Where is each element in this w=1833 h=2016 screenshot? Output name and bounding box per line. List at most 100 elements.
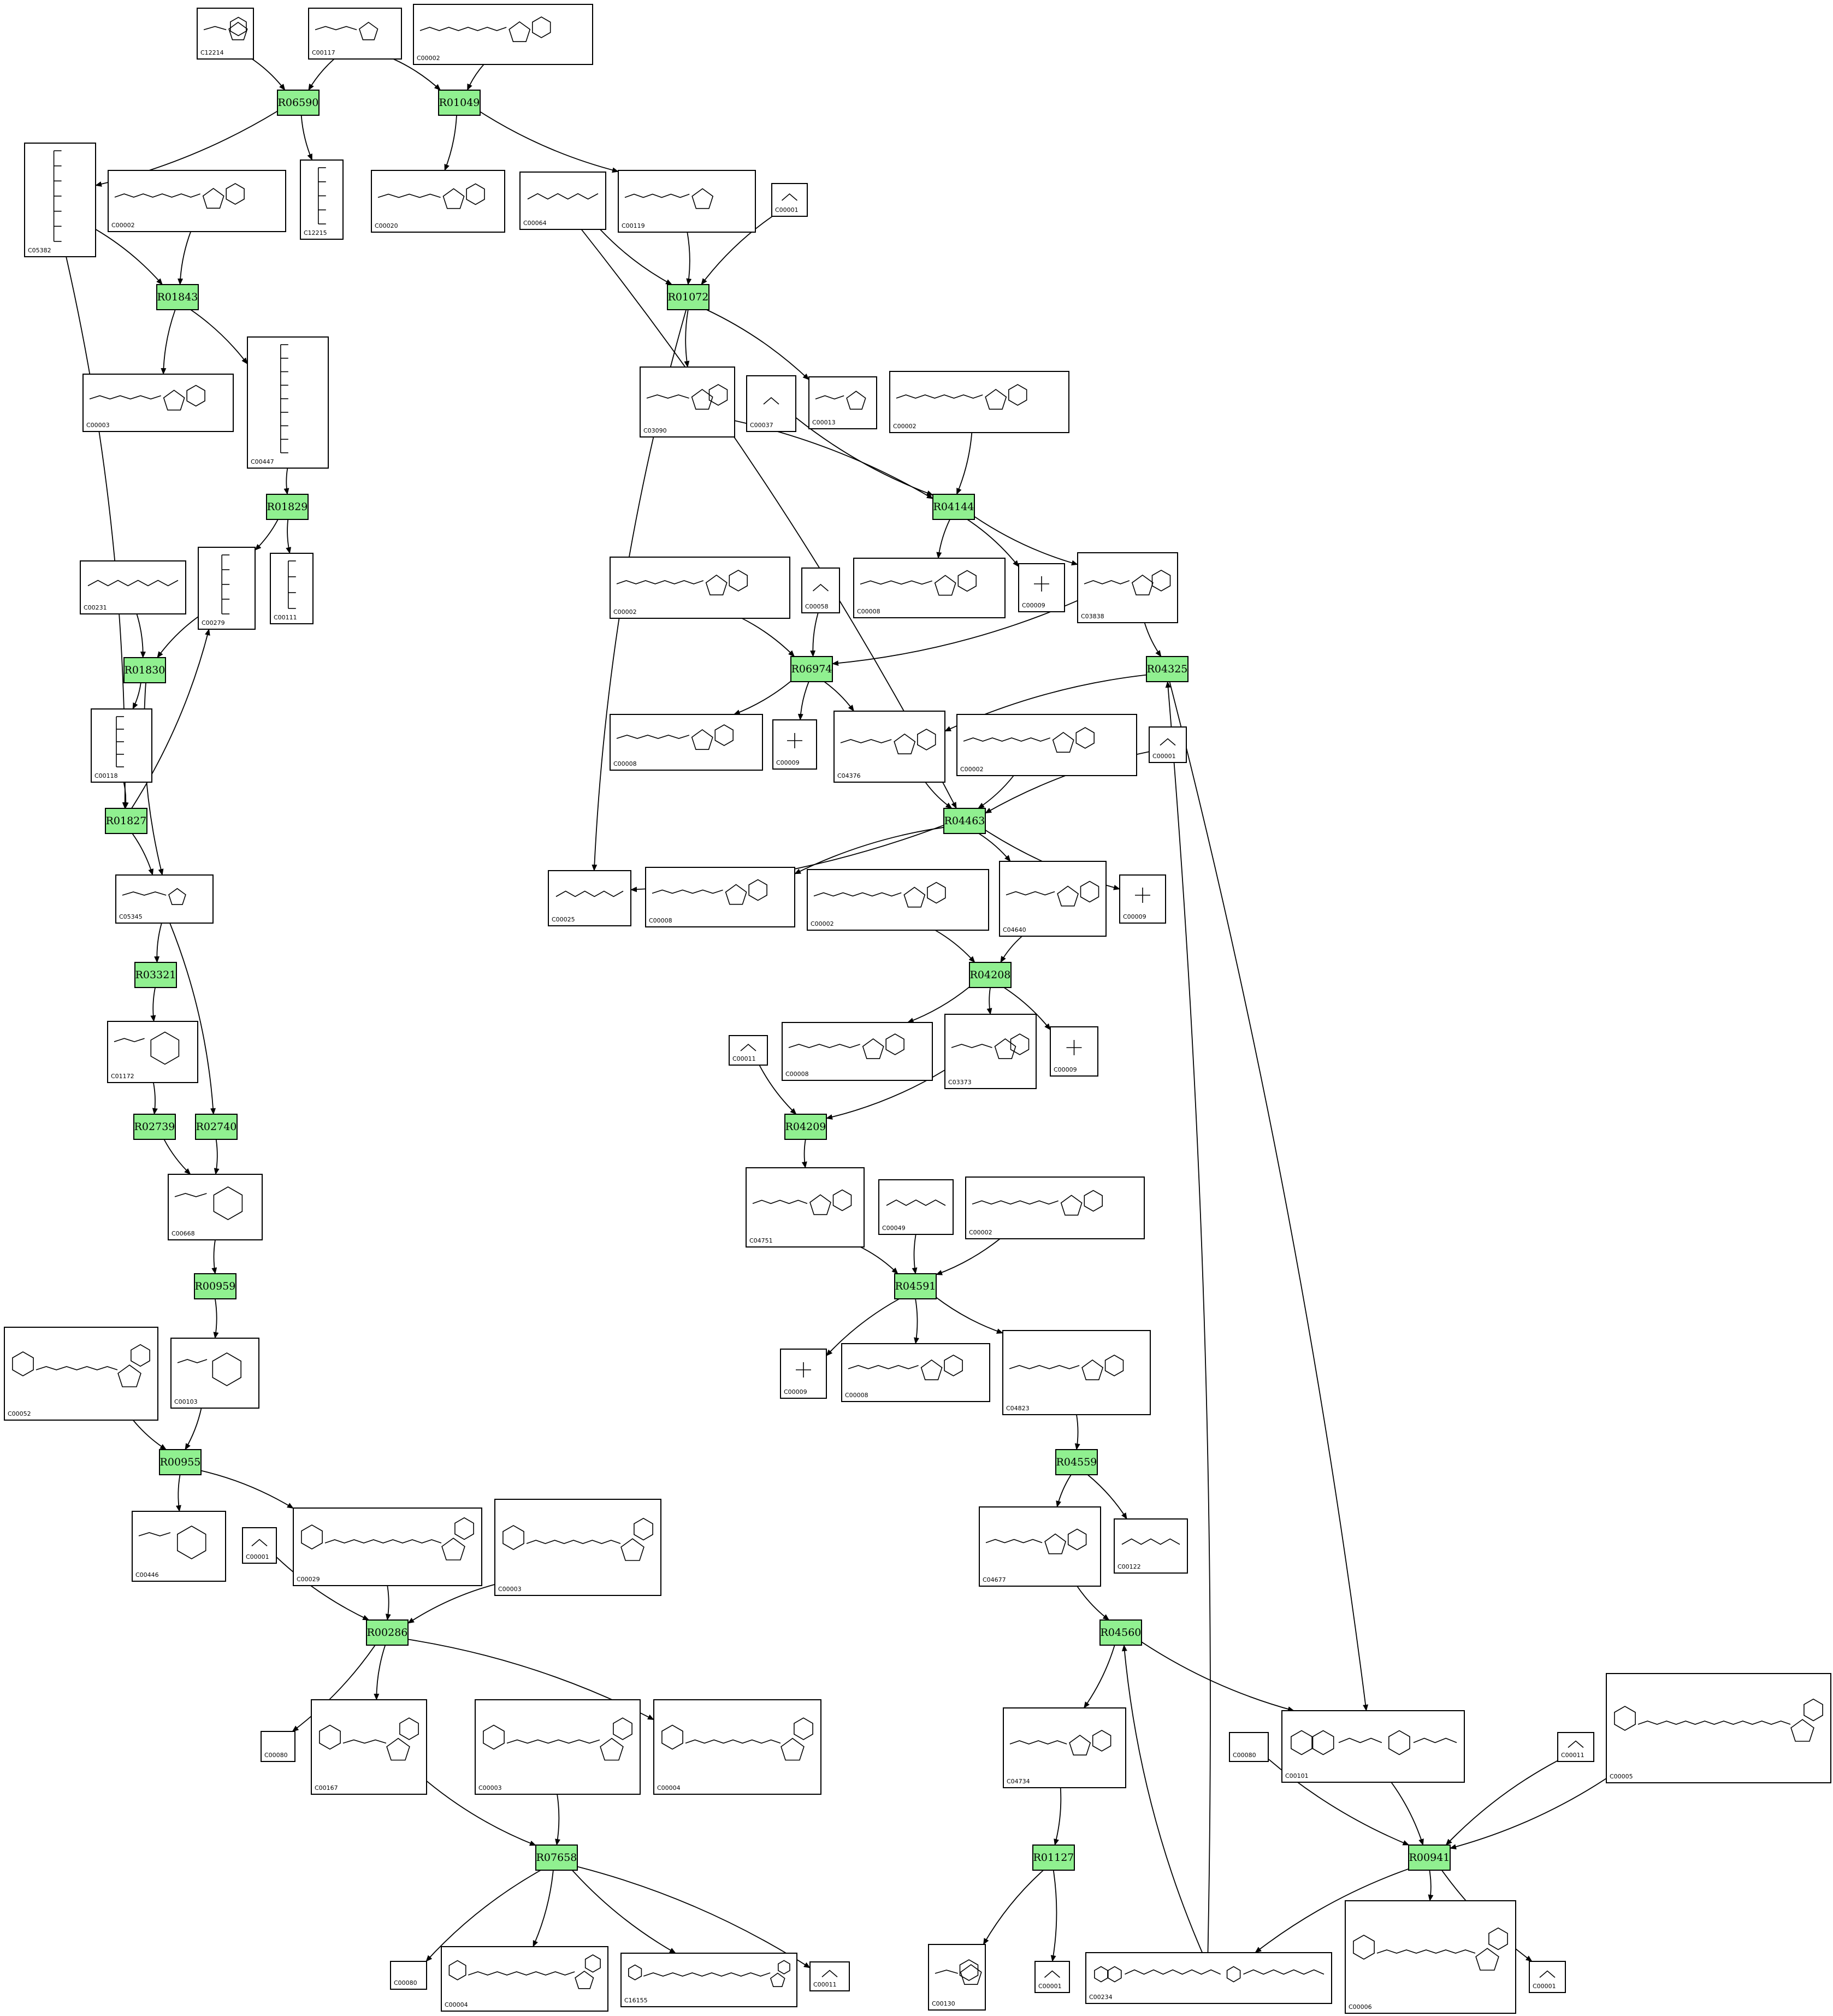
compound-node[interactable]: C00009 [1050,1026,1098,1077]
compound-node[interactable]: C00011 [1557,1732,1594,1762]
compound-node[interactable]: C00080 [261,1731,295,1762]
compound-node[interactable]: C00103 [170,1338,259,1409]
compound-node[interactable]: C00009 [772,719,817,770]
compound-node[interactable]: C00001 [1149,726,1187,763]
compound-node[interactable]: C00009 [1119,874,1166,924]
compound-node[interactable]: C00003 [494,1499,661,1596]
compound-node[interactable]: C00003 [82,374,234,432]
compound-node[interactable]: C00064 [519,172,606,230]
reaction-node[interactable]: R04209 [784,1114,827,1140]
compound-node[interactable]: C00025 [548,870,631,926]
compound-node[interactable]: C00020 [371,170,505,233]
compound-node[interactable]: C00003 [475,1699,641,1795]
compound-node[interactable]: C00004 [653,1699,821,1795]
compound-node[interactable]: C05345 [115,874,214,924]
compound-node[interactable]: C00002 [965,1177,1145,1239]
reaction-node[interactable]: R01049 [438,90,481,116]
compound-node[interactable]: C12215 [300,159,344,240]
reaction-node[interactable]: R04463 [943,808,986,834]
reaction-node[interactable]: R03321 [134,962,177,988]
compound-node[interactable]: C00231 [80,560,186,614]
compound-node[interactable]: C00001 [1034,1961,1070,1993]
compound-node[interactable]: C00029 [293,1507,482,1586]
reaction-node[interactable]: R01843 [156,284,199,310]
compound-node[interactable]: C00119 [618,170,756,233]
compound-node[interactable]: C00011 [729,1035,768,1066]
compound-node[interactable]: C00101 [1281,1710,1465,1783]
compound-node[interactable]: C00118 [91,708,152,783]
compound-node[interactable]: C00122 [1114,1518,1188,1574]
compound-node[interactable]: C00080 [390,1961,427,1990]
compound-node[interactable]: C00002 [956,714,1137,776]
reaction-node[interactable]: R01072 [667,284,709,310]
reaction-node[interactable]: R02740 [195,1114,238,1140]
compound-node[interactable]: C00009 [1018,563,1065,612]
compound-node[interactable]: C05382 [24,143,96,257]
compound-node[interactable]: C12214 [197,8,254,60]
compound-node[interactable]: C03373 [944,1014,1037,1089]
reaction-node[interactable]: R00959 [194,1273,236,1299]
compound-node[interactable]: C00008 [782,1022,933,1081]
compound-node[interactable]: C00001 [771,183,808,217]
compound-node[interactable]: C00668 [168,1174,263,1240]
reaction-node[interactable]: R00941 [1408,1844,1451,1871]
reaction-node[interactable]: R00955 [159,1449,202,1475]
compound-node[interactable]: C00279 [198,547,256,630]
edge-R04463-c04640 [978,833,1011,862]
compound-node[interactable]: C00009 [780,1349,827,1399]
reaction-node[interactable]: R06974 [790,656,833,682]
compound-node[interactable]: C00008 [853,558,1006,618]
compound-node[interactable]: C04751 [746,1167,865,1248]
compound-node[interactable]: C00052 [4,1327,158,1421]
reaction-node[interactable]: R01827 [105,808,147,834]
compound-node[interactable]: C16155 [620,1953,797,2007]
reaction-node[interactable]: R04560 [1099,1619,1142,1646]
compound-node[interactable]: C00446 [132,1511,226,1582]
reaction-node[interactable]: R06590 [277,90,320,116]
compound-node[interactable]: C00004 [441,1946,608,2012]
reaction-node[interactable]: R07658 [535,1844,578,1871]
compound-node[interactable]: C00008 [610,714,763,771]
reaction-node[interactable]: R00286 [366,1619,409,1646]
compound-node[interactable]: C04640 [999,861,1107,937]
compound-node[interactable]: C00002 [807,869,989,931]
compound-node[interactable]: C00008 [841,1343,990,1402]
compound-node[interactable]: C00234 [1085,1952,1332,2004]
reaction-node[interactable]: R04144 [932,494,975,520]
reaction-node[interactable]: R02739 [133,1114,176,1140]
compound-node[interactable]: C00111 [270,553,314,624]
compound-node[interactable]: C00037 [746,375,796,432]
compound-node[interactable]: C00447 [247,336,329,469]
compound-node[interactable]: C00005 [1606,1673,1831,1783]
reaction-node[interactable]: R01830 [123,657,166,683]
reaction-node[interactable]: R04559 [1055,1449,1098,1475]
compound-node[interactable]: C00008 [645,867,795,927]
compound-node[interactable]: C00058 [801,567,840,613]
compound-node[interactable]: C00011 [809,1961,850,1991]
compound-node[interactable]: C04376 [833,711,945,783]
compound-node[interactable]: C00006 [1345,1900,1516,2014]
reaction-node[interactable]: R01127 [1032,1844,1075,1871]
compound-node[interactable]: C00167 [311,1699,427,1795]
compound-node[interactable]: C00002 [413,4,593,65]
compound-node[interactable]: C03838 [1077,552,1178,623]
compound-node[interactable]: C01172 [107,1021,198,1083]
compound-node[interactable]: C04677 [979,1506,1101,1587]
reaction-node[interactable]: R04325 [1146,656,1189,682]
compound-node[interactable]: C00002 [108,170,286,232]
compound-node[interactable]: C00049 [878,1179,954,1235]
reaction-node[interactable]: R04591 [894,1273,937,1299]
compound-node[interactable]: C00002 [889,371,1069,433]
compound-node[interactable]: C00001 [242,1527,277,1564]
compound-node[interactable]: C00130 [928,1944,986,2011]
reaction-node[interactable]: R01829 [266,494,309,520]
compound-node[interactable]: C00001 [1529,1961,1566,1993]
compound-node[interactable]: C00013 [808,376,877,429]
compound-node[interactable]: C04734 [1003,1707,1126,1788]
compound-node[interactable]: C04823 [1002,1330,1151,1415]
compound-node[interactable]: C00080 [1229,1732,1269,1762]
compound-node[interactable]: C00002 [610,557,790,619]
compound-node[interactable]: C00117 [308,8,402,60]
reaction-node[interactable]: R04208 [969,962,1012,988]
compound-node[interactable]: C03090 [640,366,735,438]
